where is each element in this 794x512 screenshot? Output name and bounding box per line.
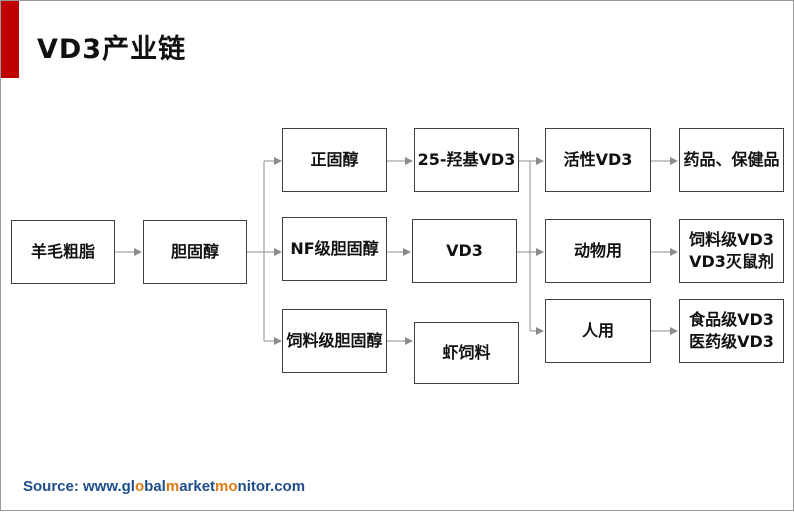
accent-bar (1, 1, 19, 78)
source-part-bal: bal (144, 478, 166, 495)
node-food-pharma-vd3: 食品级VD3 医药级VD3 (679, 299, 784, 363)
node-shrimp-feed: 虾饲料 (414, 322, 519, 384)
page-title: VD3产业链 (37, 34, 187, 65)
node-wool-grease: 羊毛粗脂 (11, 220, 115, 284)
source-part-o: o (134, 478, 145, 495)
node-nf-cholesterol: NF级胆固醇 (282, 217, 387, 281)
source-part-mo: mo (215, 478, 238, 495)
source-part-m: m (165, 478, 180, 495)
node-cholestanol: 正固醇 (282, 128, 387, 192)
node-active-vd3: 活性VD3 (545, 128, 651, 192)
node-hydroxy-vd3: 25-羟基VD3 (414, 128, 519, 192)
node-animal-use: 动物用 (545, 219, 651, 283)
node-vd3: VD3 (412, 219, 517, 283)
source-part-gl: gl (121, 478, 135, 495)
source-part-arket: arket (179, 478, 216, 495)
source-part-nitor: nitor.com (237, 478, 306, 495)
node-cholesterol: 胆固醇 (143, 220, 247, 284)
source-prefix: Source: www. (23, 478, 122, 495)
source-credit: Source: www.globalmarketmonitor.com (23, 478, 305, 495)
node-human-use: 人用 (545, 299, 651, 363)
node-feed-cholesterol: 饲料级胆固醇 (282, 309, 387, 373)
node-medicine: 药品、保健品 (679, 128, 784, 192)
node-feed-vd3-rodenticide: 饲料级VD3 VD3灭鼠剂 (679, 219, 784, 283)
